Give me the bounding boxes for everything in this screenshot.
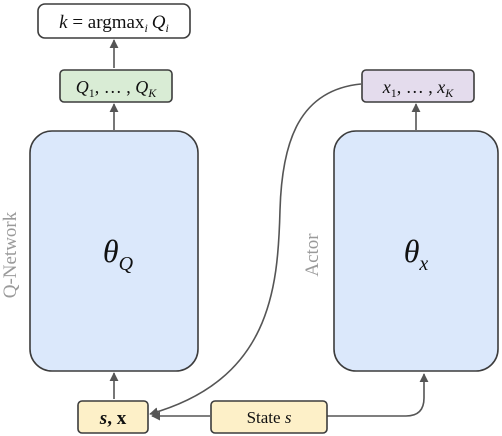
x-values-box: x1, … , xK — [361, 69, 475, 103]
q-network-label: Q-Network — [0, 211, 21, 298]
state-box: State s — [210, 400, 328, 434]
state-text: State s — [247, 408, 292, 427]
input-sx-text: s, x — [99, 408, 127, 429]
actor-label: Actor — [302, 233, 323, 277]
actor-param: θx — [404, 233, 429, 275]
q-network-param: θQ — [103, 233, 134, 275]
q-values-formula: Q1, … , QK — [76, 77, 158, 100]
q-values-box: Q1, … , QK — [59, 69, 173, 103]
x-values-formula: x1, … , xK — [382, 77, 455, 100]
arrow-xvalues-to-input — [149, 83, 362, 417]
q-network-block: θQ — [29, 130, 199, 372]
actor-block: θx — [333, 130, 499, 372]
arrow-state-to-actor — [327, 373, 429, 417]
input-sx-box: s, x — [77, 400, 149, 434]
